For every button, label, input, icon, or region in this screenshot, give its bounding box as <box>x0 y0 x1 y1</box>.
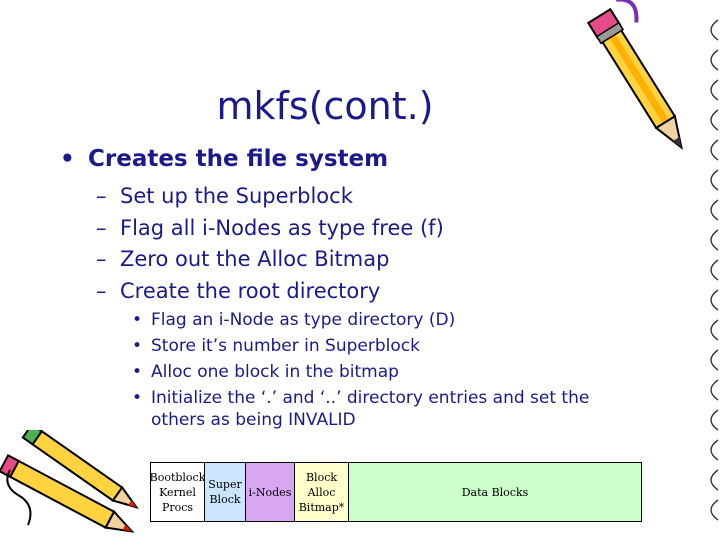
bullet-marker: • <box>132 336 143 356</box>
step-text: Set up the Superblock <box>120 184 353 208</box>
pencil-icon <box>586 0 683 151</box>
bullet-marker: • <box>60 146 75 172</box>
bootblock-cell: Bootblock Kernel Procs <box>150 463 205 521</box>
pencils-icon <box>0 430 139 533</box>
data-blocks-cell: Data Blocks <box>349 463 641 521</box>
disk-layout-diagram: Bootblock Kernel Procs Super Block i-Nod… <box>150 462 642 522</box>
alloc-bitmap-cell: Block Alloc Bitmap* <box>295 463 349 521</box>
substep-text: Store it’s number in Superblock <box>151 336 420 356</box>
inodes-cell: i-Nodes <box>246 463 295 521</box>
substep-text: Initialize the ‘.’ and ‘..’ directory en… <box>151 388 590 408</box>
superblock-cell: Super Block <box>205 463 246 521</box>
dash-marker: – <box>96 216 107 240</box>
notebook-binding-icon <box>710 19 719 521</box>
step-text: Zero out the Alloc Bitmap <box>120 247 390 271</box>
substep-text: Flag an i-Node as type directory (D) <box>151 310 456 330</box>
bullet-marker: • <box>132 362 143 382</box>
step-text: Flag all i-Nodes as type free (f) <box>120 216 444 240</box>
bullet-text: Creates the file system <box>88 146 389 172</box>
dash-marker: – <box>96 247 107 271</box>
dash-marker: – <box>96 279 107 303</box>
step-text: Create the root directory <box>120 279 381 303</box>
bullet-marker: • <box>132 388 143 408</box>
substep-text-continuation: others as being INVALID <box>151 410 356 430</box>
dash-marker: – <box>96 184 107 208</box>
page-title: mkfs(cont.) <box>216 84 434 128</box>
substep-text: Alloc one block in the bitmap <box>151 362 399 382</box>
bullet-marker: • <box>132 310 143 330</box>
